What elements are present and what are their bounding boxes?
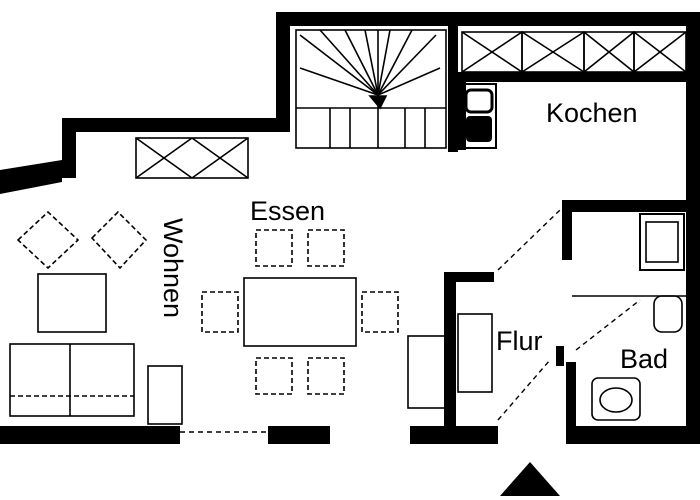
outer-walls [0,12,700,444]
stove [461,83,497,149]
hall-cabinet [407,335,447,409]
bath-door-swing [575,299,641,351]
wall-upper-left-step [62,118,290,178]
chair-bottom-left [255,357,293,395]
room-label-kitchen: Kochen [546,98,638,128]
kitchen-upper-cabinets [461,31,687,73]
room-label-bath: Bad [620,344,668,374]
armchair-right [90,210,148,270]
wall-hall-left [444,272,456,444]
chair-top-left [255,229,293,267]
shower-tray [645,221,679,263]
room-label-living: Wohnen [158,218,188,318]
dining-set [201,229,399,395]
wall-bath-top [562,200,700,212]
wall-bottom-left [0,426,180,444]
bath-fixtures [572,213,686,421]
wall-right-upper [686,12,700,212]
staircase-frame [295,29,447,149]
entrance-arrow-icon [500,462,560,496]
stair-arrow [368,95,388,110]
room-label-hall: Flur [496,326,543,356]
wardrobe [457,313,493,393]
shower [639,213,685,271]
wall-bath-lower [566,362,576,444]
entry-door-swing [497,359,551,421]
kitchen-door-swing [497,209,561,271]
staircase [295,29,447,149]
room-label-dining: Essen [250,196,325,226]
wall-kitchen-counter [458,72,700,82]
sideboard [135,137,249,179]
wall-bottom-bath [572,426,700,444]
chair-right [361,291,399,333]
chair-left [201,291,239,333]
coffee-table [37,273,107,333]
chair-top-right [307,229,345,267]
wall-bottom-mid [268,426,330,444]
doors [180,209,641,433]
armchair-left [16,210,80,270]
wall-bath-stub [556,346,564,366]
wall-stair-divider [448,26,458,152]
chair-bottom-right [307,357,345,395]
dining-table [243,277,357,347]
wall-left-diagonal [0,160,62,194]
living-furniture [9,210,183,425]
sink [591,377,641,421]
wall-right-lower [686,200,700,444]
sofa [9,343,135,417]
toilet [653,295,683,333]
wall-top [276,12,700,130]
wall-hall-top [444,272,494,282]
hall-furniture [407,313,493,409]
wall-bath-left [562,200,572,260]
side-cabinet [147,365,183,425]
